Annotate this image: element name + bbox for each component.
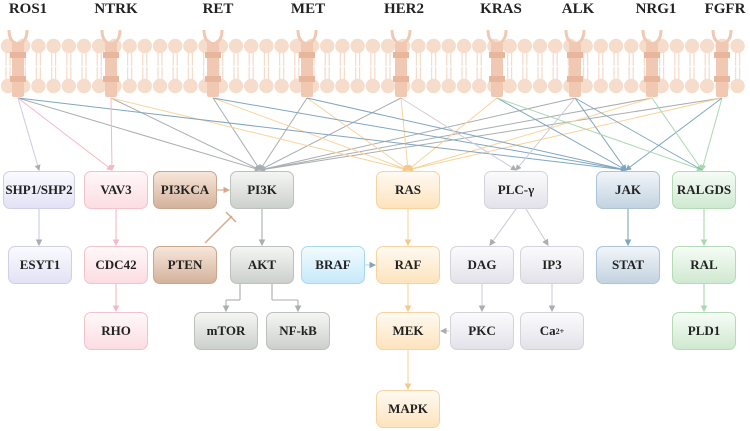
receptor-label-met: MET	[290, 1, 326, 17]
node-pten: PTEN	[153, 246, 217, 284]
node-jak: JAK	[596, 171, 660, 209]
node-mtor: mTOR	[194, 312, 258, 350]
node-shp1-shp2: SHP1/SHP2	[3, 171, 75, 209]
node-ralgds: RALGDS	[672, 171, 736, 209]
receptor-glyph	[564, 29, 586, 97]
receptor-glyph	[711, 29, 733, 97]
node-esyt1: ESYT1	[8, 246, 72, 284]
receptor-glyph	[296, 29, 318, 97]
node-cdc42: CDC42	[84, 246, 148, 284]
node-pi3kca: PI3KCA	[153, 171, 217, 209]
node-ip3: IP3	[520, 246, 584, 284]
node-pld1: PLD1	[672, 312, 736, 350]
calcium-label: Ca	[539, 323, 556, 338]
receptor-glyph	[390, 29, 412, 97]
calcium-charge: 2+	[555, 326, 565, 336]
node-nf-kb: NF-kB	[266, 312, 330, 350]
node-mapk: MAPK	[376, 390, 440, 428]
node-vav3: VAV3	[84, 171, 148, 209]
receptor-label-nrg1: NRG1	[635, 1, 677, 17]
receptor-glyph	[486, 29, 508, 97]
node-pkc: PKC	[450, 312, 514, 350]
node-raf: RAF	[376, 246, 440, 284]
node-plc-gamma: PLC-γ	[484, 171, 548, 209]
node-pi3k: PI3K	[230, 171, 294, 209]
node-stat: STAT	[596, 246, 660, 284]
receptor-label-ret: RET	[202, 1, 234, 17]
node-braf: BRAF	[301, 246, 365, 284]
receptor-label-ros1: ROS1	[8, 1, 48, 17]
receptor-label-kras: KRAS	[480, 1, 522, 17]
receptor-label-ntrk: NTRK	[94, 1, 138, 17]
receptor-label-fgfr: FGFR	[704, 1, 746, 17]
receptor-glyph	[202, 29, 224, 97]
node-rho: RHO	[84, 312, 148, 350]
receptor-glyph	[100, 29, 122, 97]
node-mek: MEK	[376, 312, 440, 350]
receptor-glyph	[7, 29, 29, 97]
node-dag: DAG	[450, 246, 514, 284]
node-ras: RAS	[376, 171, 440, 209]
node-akt: AKT	[230, 246, 294, 284]
receptor-glyph	[641, 29, 663, 97]
receptor-label-her2: HER2	[383, 1, 424, 17]
node-ral: RAL	[672, 246, 736, 284]
receptor-label-alk: ALK	[561, 1, 595, 17]
